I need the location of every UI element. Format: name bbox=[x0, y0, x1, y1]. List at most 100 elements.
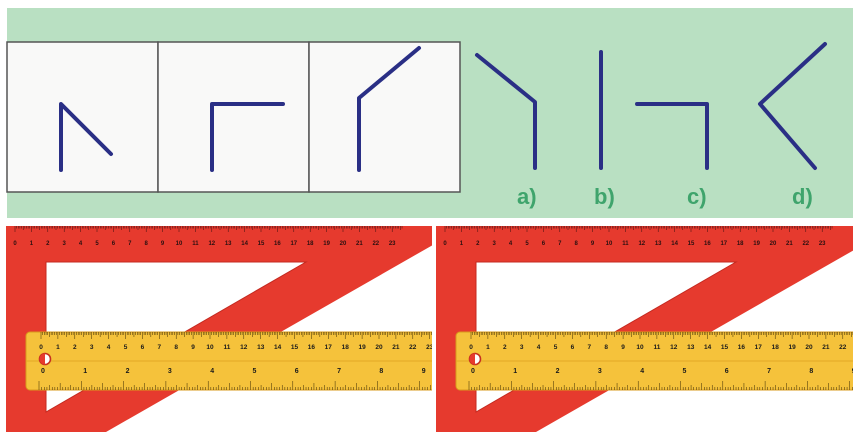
set-square-body bbox=[6, 226, 432, 432]
option-d-label: d) bbox=[792, 184, 813, 209]
ruler-cm-label: 8 bbox=[604, 344, 608, 351]
ruler-cm-label: 22 bbox=[409, 344, 417, 351]
option-a-figure bbox=[475, 53, 537, 170]
ruler-cm-label: 1 bbox=[486, 344, 490, 351]
set-square-tick-label: 1 bbox=[30, 241, 34, 247]
ruler-inch-label: 6 bbox=[295, 368, 299, 375]
set-square-tick-label: 7 bbox=[128, 241, 132, 247]
set-square-tick-label: 22 bbox=[372, 241, 379, 247]
option-c-figure bbox=[635, 102, 709, 170]
ruler-cm-label: 20 bbox=[805, 344, 813, 351]
ruler-cm-label: 18 bbox=[772, 344, 780, 351]
ruler-cm-label: 11 bbox=[653, 344, 660, 351]
set-square-tick-label: 16 bbox=[274, 241, 281, 247]
ruler-cm-label: 1 bbox=[56, 344, 60, 351]
set-square-tick-label: 15 bbox=[688, 241, 695, 247]
ruler-cm-label: 4 bbox=[537, 344, 541, 351]
ruler-cm-label: 5 bbox=[124, 344, 128, 351]
ruler-cm-label: 0 bbox=[39, 344, 43, 351]
ruler-cm-label: 12 bbox=[240, 344, 248, 351]
set-square-tick-label: 5 bbox=[95, 241, 99, 247]
option-d[interactable]: d) bbox=[758, 42, 827, 209]
option-a[interactable]: a) bbox=[475, 53, 537, 209]
set-square-tick-label: 13 bbox=[225, 241, 232, 247]
set-square-tick-label: 20 bbox=[340, 241, 347, 247]
option-b[interactable]: b) bbox=[594, 50, 615, 209]
set-square-tick-label: 15 bbox=[258, 241, 265, 247]
ruler-cm-label: 3 bbox=[520, 344, 524, 351]
ruler-inch-label: 3 bbox=[168, 368, 172, 375]
set-square-tick-label: 17 bbox=[720, 241, 727, 247]
set-square-tick-label: 9 bbox=[161, 241, 165, 247]
ruler-inch-label: 1 bbox=[83, 368, 87, 375]
set-square-tick-label: 18 bbox=[737, 241, 744, 247]
set-square-tick-label: 11 bbox=[622, 241, 629, 247]
ruler-inch-label: 8 bbox=[809, 368, 813, 375]
ruler-inch-label: 2 bbox=[556, 368, 560, 375]
set-square-tick-label: 12 bbox=[638, 241, 645, 247]
option-b-label: b) bbox=[594, 184, 615, 209]
set-square-tick-label: 6 bbox=[112, 241, 116, 247]
set-square-tick-label: 6 bbox=[542, 241, 546, 247]
ruler-cm-label: 14 bbox=[704, 344, 712, 351]
ruler-inch-label: 1 bbox=[513, 368, 517, 375]
ruler-cm-label: 15 bbox=[721, 344, 729, 351]
ruler-cm-label: 16 bbox=[738, 344, 746, 351]
set-square-tick-label: 17 bbox=[290, 241, 297, 247]
option-d-figure bbox=[758, 42, 827, 170]
ruler-inch-label: 7 bbox=[767, 368, 771, 375]
set-square-tick-label: 10 bbox=[606, 241, 613, 247]
ruler-cm-label: 9 bbox=[621, 344, 625, 351]
ruler-inch-label: 8 bbox=[379, 368, 383, 375]
ruler-cm-label: 20 bbox=[375, 344, 383, 351]
ruler-cm-label: 10 bbox=[206, 344, 214, 351]
set-square-tick-label: 23 bbox=[819, 241, 826, 247]
ruler-hole-mark bbox=[469, 353, 475, 365]
ruler-inch-label: 2 bbox=[126, 368, 130, 375]
ruler-cm-label: 2 bbox=[73, 344, 77, 351]
ruler-cm-label: 21 bbox=[392, 344, 400, 351]
ruler-inch-label: 4 bbox=[640, 368, 644, 375]
set-square-tick-label: 3 bbox=[493, 241, 497, 247]
ruler-inch-label: 5 bbox=[253, 368, 257, 375]
set-square-tick-label: 4 bbox=[509, 241, 513, 247]
set-square-tick-label: 5 bbox=[525, 241, 529, 247]
ruler-cm-label: 2 bbox=[503, 344, 507, 351]
answer-options: a) b) c) d) bbox=[475, 42, 827, 209]
ruler-cm-label: 10 bbox=[636, 344, 644, 351]
set-square-tick-label: 4 bbox=[79, 241, 83, 247]
ruler-inch-label: 6 bbox=[725, 368, 729, 375]
set-square-tick-label: 9 bbox=[591, 241, 595, 247]
ruler-cm-label: 9 bbox=[191, 344, 195, 351]
ruler-cm-label: 6 bbox=[571, 344, 575, 351]
ruler-cm-label: 14 bbox=[274, 344, 282, 351]
set-square-tick-label: 21 bbox=[786, 241, 793, 247]
ruler-inch-label: 0 bbox=[471, 368, 475, 375]
option-c[interactable]: c) bbox=[635, 102, 709, 209]
ruler-cm-label: 0 bbox=[469, 344, 473, 351]
ruler-inch-label: 4 bbox=[210, 368, 214, 375]
set-square-tick-label: 0 bbox=[443, 241, 447, 247]
set-square-tick-label: 13 bbox=[655, 241, 662, 247]
ruler-inch-label: 9 bbox=[852, 368, 853, 375]
ruler: 0123456789101112131415161718192021222324… bbox=[25, 331, 434, 391]
ruler-cm-label: 6 bbox=[141, 344, 145, 351]
set-square-tick-label: 14 bbox=[671, 241, 678, 247]
ruler-cm-label: 17 bbox=[325, 344, 333, 351]
set-square-tick-label: 2 bbox=[476, 241, 480, 247]
option-a-label: a) bbox=[517, 184, 537, 209]
ruler-cm-label: 23 bbox=[426, 344, 434, 351]
set-square-tick-label: 20 bbox=[770, 241, 777, 247]
ruler-cm-label: 13 bbox=[687, 344, 695, 351]
sequence-cell-3 bbox=[308, 41, 461, 193]
set-square-tick-label: 8 bbox=[145, 241, 149, 247]
ruler-cm-label: 7 bbox=[587, 344, 591, 351]
ruler-cm-label: 5 bbox=[554, 344, 558, 351]
set-square-body bbox=[436, 226, 853, 432]
set-square-tick-label: 23 bbox=[389, 241, 396, 247]
ruler-inch-label: 3 bbox=[598, 368, 602, 375]
ruler-cm-label: 18 bbox=[342, 344, 350, 351]
